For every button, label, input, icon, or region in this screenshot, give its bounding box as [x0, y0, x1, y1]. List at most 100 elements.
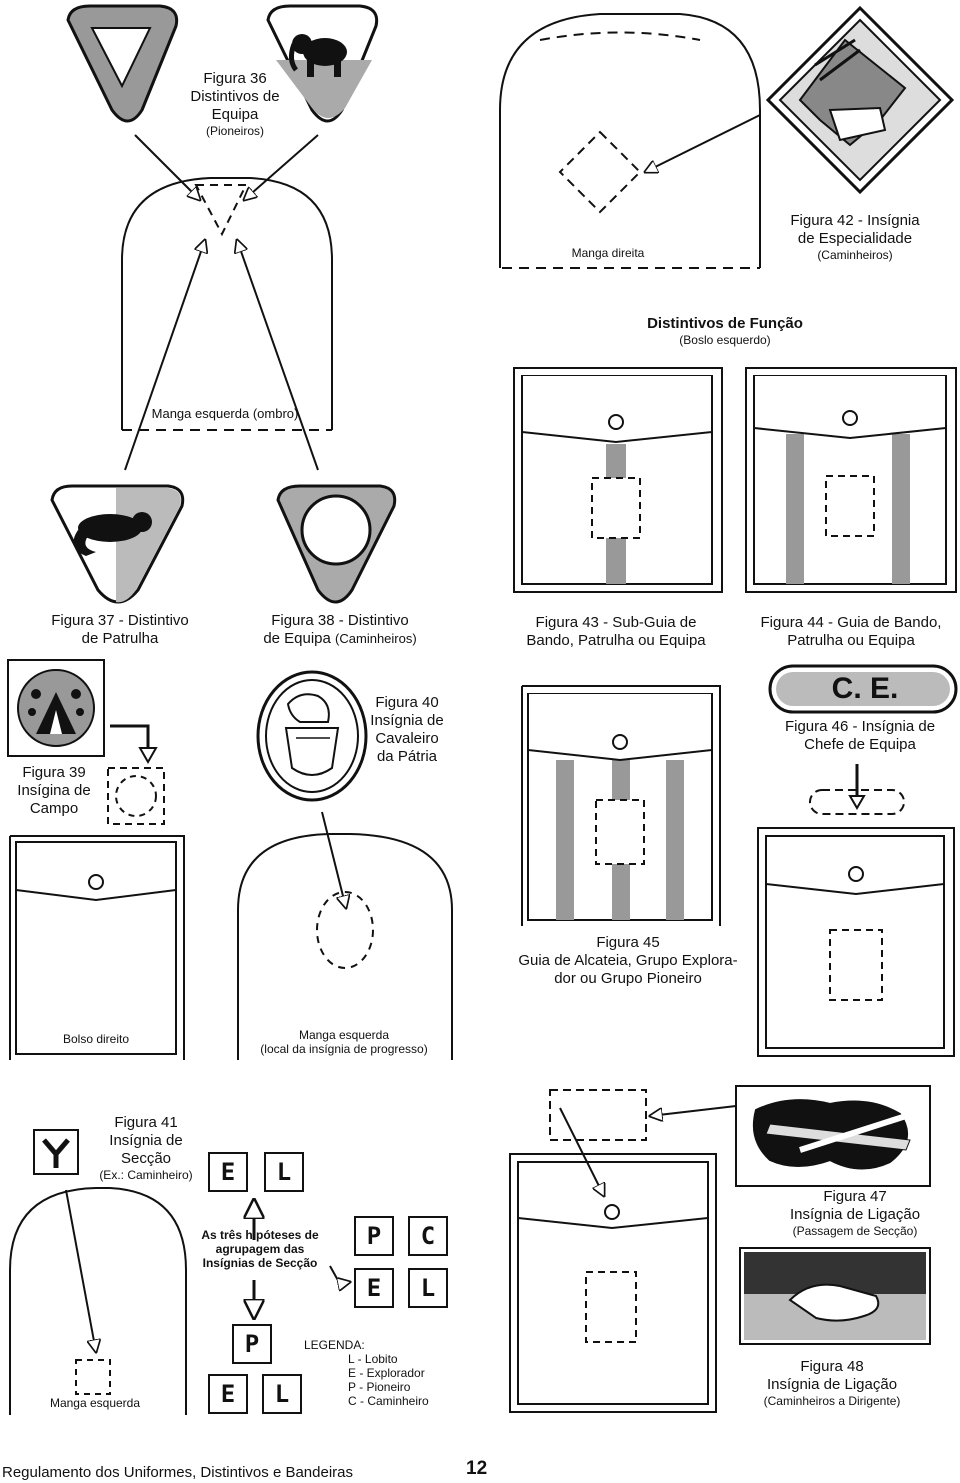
manga-esquerda-label: Manga esquerda: [49, 1396, 141, 1410]
bolso-direito-label: Bolso direito: [62, 1032, 130, 1046]
fig40-line3: Cavaleiro: [375, 730, 439, 747]
legenda-title: LEGENDA:: [304, 1338, 365, 1352]
fig39-line1: Figura 39: [22, 764, 86, 781]
legenda-e: E - Explorador: [348, 1366, 425, 1380]
fig48-line2: Insígnia de Ligação: [766, 1376, 898, 1393]
fig36-line3: Equipa: [211, 106, 259, 123]
fig37-badge: [50, 484, 185, 604]
fig43-pocket: [513, 367, 723, 593]
ce-badge-text: C. E.: [831, 672, 899, 705]
fig45-line2: Guia de Alcateia, Grupo Explora-: [518, 952, 738, 969]
fig42-caption: Figura 42 - Insígnia de Especialidade (C…: [770, 212, 940, 262]
fig48-sub: (Caminheiros a Dirigente): [763, 1394, 901, 1408]
letter-box-l3: L: [262, 1374, 302, 1414]
fig42-line2: de Especialidade: [797, 230, 913, 247]
letter-box-c: C: [408, 1216, 448, 1256]
fig41-line1: Figura 41: [114, 1114, 178, 1131]
letter-box-l2: L: [408, 1268, 448, 1308]
fig46-caption: Figura 46 - Insígnia de Chefe de Equipa: [770, 718, 950, 754]
fig48-caption: Figura 48 Insígnia de Ligação (Caminheir…: [752, 1358, 912, 1408]
fig40-line4: da Pátria: [376, 748, 438, 765]
fig46-pocket: [757, 827, 955, 1057]
fig40-badge: [256, 670, 368, 802]
letter-box-e: E: [208, 1152, 248, 1192]
progresso-line1: Manga esquerda: [298, 1028, 390, 1042]
fig43-line2: Bando, Patrulha ou Equipa: [526, 632, 706, 649]
letter-box-l: L: [264, 1152, 304, 1192]
fig37-line2: de Patrulha: [81, 630, 159, 647]
progress-sleeve: [237, 833, 453, 1060]
elephant-icon: [288, 34, 347, 77]
fig38-line1: Figura 38 - Distintivo: [271, 612, 409, 629]
footer-title: Regulamento dos Uniformes, Distintivos e…: [2, 1464, 353, 1481]
fig45-line1: Figura 45: [596, 934, 660, 951]
fig46-badge: [768, 664, 958, 714]
fig46-line1: Figura 46 - Insígnia de: [784, 718, 936, 735]
fig46-line2: Chefe de Equipa: [804, 736, 916, 753]
fig40-line2: Insígnia de: [370, 712, 444, 729]
fig36-line2: Distintivos de: [190, 88, 280, 105]
fig44-line2: Patrulha ou Equipa: [787, 632, 915, 649]
fig45-pocket: [521, 685, 721, 926]
fig43-caption: Figura 43 - Sub-Guia de Bando, Patrulha …: [510, 614, 722, 650]
manga-direita-label: Manga direita: [571, 246, 645, 260]
knot-icon: [752, 1099, 911, 1170]
fig36-caption: Figura 36 Distintivos de Equipa (Pioneir…: [160, 70, 310, 138]
fig42-line1: Figura 42 - Insígnia: [790, 212, 920, 229]
legenda: LEGENDA: L - Lobito E - Explorador P - P…: [304, 1338, 434, 1408]
fig41-sub: (Ex.: Caminheiro): [99, 1168, 193, 1182]
letter-box-e3: E: [208, 1374, 248, 1414]
letter-box-p2: P: [232, 1324, 272, 1364]
left-shoulder-sleeve: [121, 177, 333, 430]
fig41-caption: Figura 41 Insígnia de Secção (Ex.: Camin…: [86, 1114, 206, 1182]
fig47-caption: Figura 47 Insígnia de Ligação (Passagem …: [760, 1188, 950, 1238]
letter-box-e2: E: [354, 1268, 394, 1308]
fig38-line2: de Equipa: [263, 630, 331, 647]
fig39-line3: Campo: [29, 800, 79, 817]
fig48-line1: Figura 48: [800, 1358, 864, 1375]
fig36-sub: (Pioneiros): [205, 124, 265, 138]
fig44-line1: Figura 44 - Guia de Bando,: [760, 614, 942, 631]
fig42-sub: (Caminheiros): [817, 248, 893, 262]
tres-hipoteses-label: As três hipóteses de agrupagem das Insíg…: [190, 1228, 330, 1270]
fig40-line1: Figura 40: [375, 694, 439, 711]
tent-stars-icon: [28, 689, 84, 734]
fig36-line1: Figura 36: [203, 70, 267, 87]
letter-box-p: P: [354, 1216, 394, 1256]
legenda-l: L - Lobito: [348, 1352, 398, 1366]
progresso-line2: (local da insígnia de progresso): [260, 1042, 428, 1056]
fig38-caption: Figura 38 - Distintivo de Equipa (Caminh…: [240, 612, 440, 648]
handshake-icon: [788, 1283, 880, 1322]
fig36-badge-left: [66, 4, 179, 123]
fig47-line1: Figura 47: [823, 1188, 887, 1205]
right-pocket: [9, 835, 185, 1060]
fig45-line3: dor ou Grupo Pioneiro: [554, 970, 702, 987]
fig39-line2: Insígina de: [17, 782, 91, 799]
fig41-badge: [33, 1129, 79, 1175]
fig37-line1: Figura 37 - Distintivo: [51, 612, 189, 629]
funcao-title: Distintivos de Função: [647, 315, 803, 332]
hipoteses-line3: Insígnias de Secção: [202, 1256, 318, 1270]
fig48-badge: [739, 1247, 931, 1345]
page-number: 12: [466, 1458, 488, 1479]
fig47-badge: [735, 1085, 931, 1187]
mountain-icon: [798, 38, 907, 147]
fig40-caption: Figura 40 Insígnia de Cavaleiro da Pátri…: [352, 694, 462, 766]
fig37-caption: Figura 37 - Distintivo de Patrulha: [30, 612, 210, 648]
fig39-badge: [7, 659, 105, 757]
fig44-pocket: [745, 367, 957, 593]
bottom-left-sleeve: [9, 1187, 187, 1415]
hipoteses-line1: As três hipóteses de: [201, 1228, 319, 1242]
hipoteses-line2: agrupagem das: [215, 1242, 305, 1256]
fig44-caption: Figura 44 - Guia de Bando, Patrulha ou E…: [746, 614, 956, 650]
fig43-line1: Figura 43 - Sub-Guia de: [535, 614, 697, 631]
manga-esq-progresso-label: Manga esquerda (local da insígnia de pro…: [244, 1028, 444, 1056]
fig42-badge: [765, 5, 955, 195]
manga-esq-ombro-label: Manga esquerda (ombro): [151, 406, 299, 421]
fig38-sub: (Caminheiros): [335, 631, 417, 646]
right-sleeve-dashed-diamond: [558, 130, 642, 214]
fig45-caption: Figura 45 Guia de Alcateia, Grupo Explor…: [508, 934, 748, 988]
fig41-line3: Secção: [120, 1150, 172, 1167]
shoulder-dashed-triangle: [194, 184, 248, 237]
fig47-pocket: [509, 1153, 717, 1413]
